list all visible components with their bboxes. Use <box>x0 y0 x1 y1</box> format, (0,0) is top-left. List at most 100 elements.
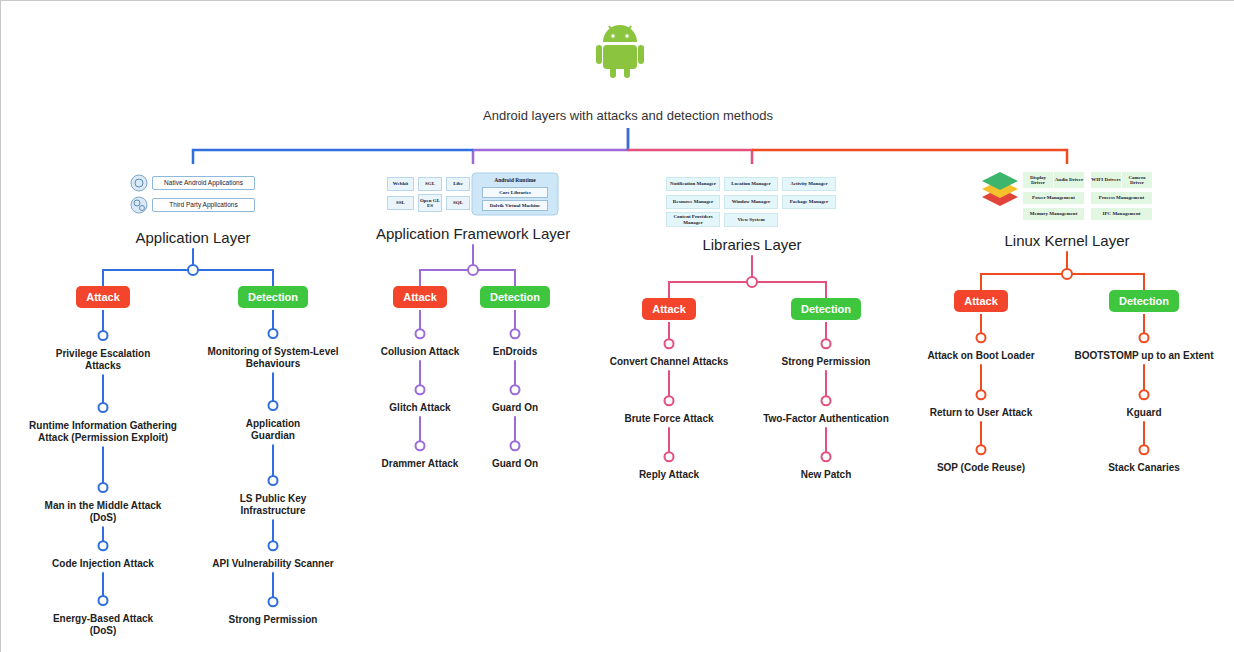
connector-line <box>980 364 982 390</box>
split-junction <box>188 265 198 275</box>
node-text: Energy-Based Attack (DoS) <box>44 613 162 638</box>
method-item: Reply Attack <box>597 469 742 482</box>
method-item: Code Injection Attack <box>28 558 178 571</box>
junction-dot <box>665 396 674 405</box>
icon-label: Process Management <box>1091 192 1152 204</box>
frame-line <box>0 0 1234 1</box>
node-text: Runtime Information Gathering Attack (Pe… <box>16 420 191 445</box>
method-item: Convert Channel Attacks <box>597 356 742 369</box>
junction-dot <box>511 385 520 394</box>
icon-label: Window Manager <box>724 195 778 209</box>
node-text: API Vulnerability Scanner <box>198 558 348 571</box>
android-leg <box>624 66 630 78</box>
method-item: EnDroids <box>469 346 561 359</box>
method-item: Two-Factor Authentication <box>754 413 899 426</box>
icon-label: Camera Driver <box>1122 172 1152 188</box>
method-item: Monitoring of System-Level Behaviours <box>203 346 343 371</box>
node-text: Return to User Attack <box>906 407 1056 420</box>
icon-label: Native Android Applications <box>152 176 255 190</box>
node-text: Strong Permission <box>198 614 348 627</box>
icon-label: Notification Manager <box>666 177 720 191</box>
icon-label: SSL <box>387 196 414 210</box>
connector-line <box>514 310 516 329</box>
junction-dot <box>977 390 986 399</box>
node-text: Application Layer <box>135 229 250 246</box>
junction-dot <box>1140 390 1149 399</box>
junction-dot <box>1140 333 1149 342</box>
connector-line <box>473 245 515 287</box>
icon-label: Power Management <box>1023 192 1084 204</box>
method-item: Energy-Based Attack (DoS) <box>44 613 162 638</box>
split-junction <box>747 277 757 287</box>
icon-label: Libc <box>446 177 470 191</box>
node-text: Kguard <box>1064 407 1224 420</box>
split-junction <box>1062 269 1072 279</box>
node-text: BOOTSTOMP up to an Extent <box>1064 350 1224 363</box>
connector-line <box>980 421 982 445</box>
node-text: Privilege Escalation Attacks <box>43 348 163 373</box>
node-text: Application Framework Layer <box>376 225 570 242</box>
connector-line <box>102 375 104 404</box>
node-text: Application Guardian <box>228 418 318 443</box>
connector-line <box>825 370 827 396</box>
node-text: Brute Force Attack <box>597 413 742 426</box>
junction-dot <box>665 339 674 348</box>
icon-label: Memory Management <box>1023 208 1084 220</box>
node-text: Attack on Boot Loader <box>906 350 1056 363</box>
method-item: Guard On <box>469 458 561 471</box>
icon-label: WIFI Drivers <box>1091 172 1121 188</box>
android-eye <box>625 34 629 38</box>
runtime-panel <box>472 173 558 215</box>
node-text: Stack Canaries <box>1064 462 1224 475</box>
bracket-line <box>752 150 1067 164</box>
diagram-title: Android layers with attacks and detectio… <box>483 108 773 123</box>
junction-dot <box>99 596 108 605</box>
app-gear-icon <box>140 206 145 211</box>
method-item: Return to User Attack <box>906 407 1056 420</box>
android-head <box>603 25 637 42</box>
node-text: Detection <box>801 303 851 315</box>
icon-label: Open GL ES <box>418 194 442 212</box>
connector-line <box>102 310 104 331</box>
connector-line <box>980 314 982 333</box>
detection-box: Detection <box>791 298 861 320</box>
icon-label: Third Party Applications <box>152 198 255 212</box>
method-item: LS Public Key Infrastructure <box>228 493 318 518</box>
icon-label: Display Driver <box>1023 172 1053 188</box>
node-text: Guard On <box>469 402 561 415</box>
method-item: Runtime Information Gathering Attack (Pe… <box>16 420 191 445</box>
method-item: Attack on Boot Loader <box>906 350 1056 363</box>
method-item: BOOTSTOMP up to an Extent <box>1064 350 1224 363</box>
connector-line <box>272 310 274 329</box>
method-item: Drammer Attack <box>374 458 466 471</box>
junction-dot <box>269 476 278 485</box>
junction-dot <box>416 329 425 338</box>
connector-line <box>752 256 826 299</box>
connector-line <box>102 447 104 484</box>
node-text: New Patch <box>754 469 899 482</box>
android-logo <box>596 25 644 78</box>
icon-label: Core Libraries <box>482 187 548 198</box>
node-text: Glitch Attack <box>374 402 466 415</box>
icon-label: SQL <box>446 196 470 210</box>
method-item: Application Guardian <box>228 418 318 443</box>
junction-dot <box>665 452 674 461</box>
method-item: Guard On <box>469 402 561 415</box>
junction-dot <box>1140 445 1149 454</box>
connector-line <box>103 249 193 287</box>
junction-dot <box>822 339 831 348</box>
app-gear-icon <box>131 197 147 213</box>
bracket-line <box>473 128 628 164</box>
connector-line <box>102 527 104 542</box>
icon-label: Package Manager <box>782 195 836 209</box>
node-text: Detection <box>1119 295 1169 307</box>
method-item: Kguard <box>1064 407 1224 420</box>
connector-line <box>1143 314 1145 333</box>
method-item: Collusion Attack <box>374 346 466 359</box>
node-text: Two-Factor Authentication <box>754 413 899 426</box>
icon-label: Resource Manager <box>666 195 720 209</box>
node-text: Attack <box>652 303 686 315</box>
junction-dot <box>822 452 831 461</box>
connector-line <box>669 256 752 299</box>
